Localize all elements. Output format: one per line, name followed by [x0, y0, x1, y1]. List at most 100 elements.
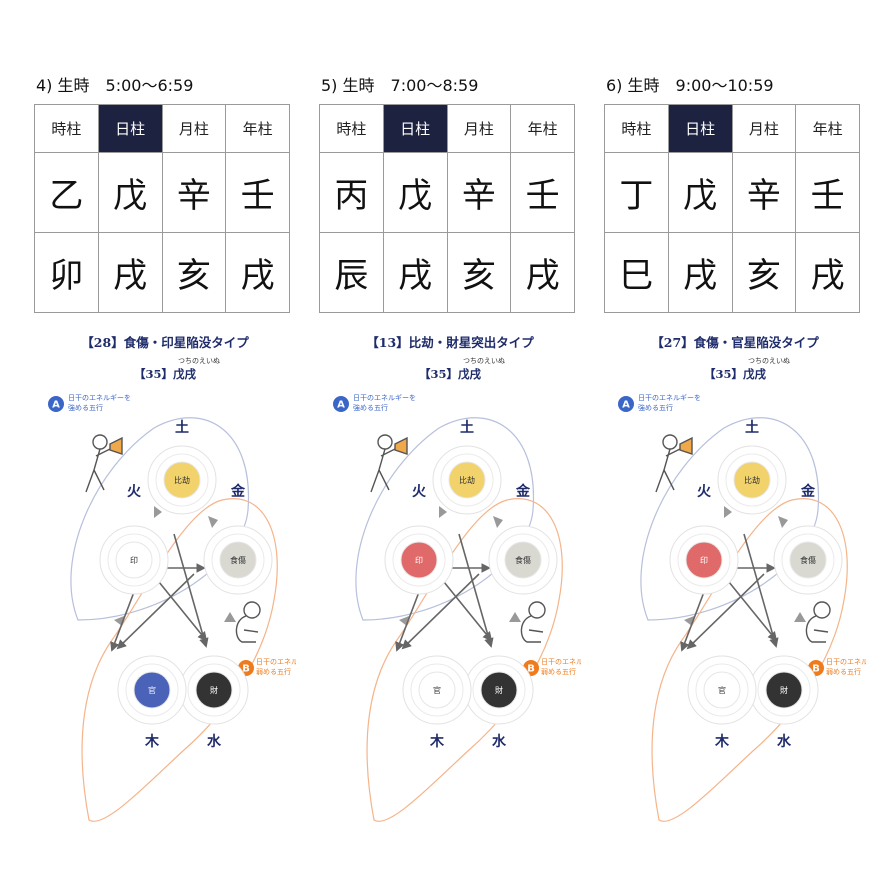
element-wood-label: 木: [429, 733, 445, 750]
pillar-panel-p6: 6) 生時 9:00〜10:59 時柱 日柱 月柱 年柱 丁 戊 辛 壬 巳 戌…: [604, 0, 874, 892]
node-label-earth: 比劫: [174, 475, 190, 485]
node-label-water: 財: [210, 685, 218, 695]
node-core-metal: [219, 541, 257, 579]
legend-a-badge-icon: [333, 396, 349, 412]
kneeling-person-icon: [520, 601, 546, 643]
node-label-wood: 官: [433, 685, 441, 695]
kneeling-person-icon: [235, 601, 261, 643]
node-label-metal: 食傷: [800, 555, 816, 565]
megaphone-person-icon: [85, 434, 123, 493]
day-branch: 戌: [382, 232, 448, 313]
node-wood: 官: [687, 655, 757, 725]
heavenly-stem-row: 乙 戊 辛 壬: [34, 152, 290, 233]
year-branch: 戌: [225, 232, 290, 313]
five-elements-diagram: 【13】比劫・財星突出タイプ つちのえいぬ 【35】戊戌 A 日干のエネルギーを…: [319, 320, 581, 840]
col-day-pillar: 日柱: [382, 104, 448, 153]
pillar-header-row: 時柱 日柱 月柱 年柱: [319, 104, 575, 153]
year-stem: 壬: [510, 152, 575, 233]
year-stem: 壬: [225, 152, 290, 233]
node-label-wood: 官: [718, 685, 726, 695]
legend-a-text1: 日干のエネルギーを: [68, 394, 131, 402]
node-label-metal: 食傷: [515, 555, 531, 565]
node-earth: 比劫: [717, 445, 787, 515]
day-branch: 戌: [667, 232, 733, 313]
element-earth-label: 土: [175, 419, 189, 436]
legend-b-badge: B: [812, 664, 820, 675]
birth-hour-header: 6) 生時 9:00〜10:59: [606, 76, 774, 95]
legend-b-text1: 日干のエネルギーを: [541, 658, 581, 666]
node-fire: 印: [384, 525, 454, 595]
megaphone-person-icon: [370, 434, 408, 493]
month-branch: 亥: [161, 232, 227, 313]
heavenly-stem-row: 丙 戊 辛 壬: [319, 152, 575, 233]
hour-stem: 丁: [604, 152, 669, 233]
legend-a-badge-icon: [618, 396, 634, 412]
five-elements-cycle: A 日干のエネルギーを 強める五行 B 日干のエネルギーを 弱める五行: [618, 394, 866, 822]
legend-a-badge: A: [337, 400, 345, 411]
element-earth-label: 土: [460, 419, 474, 436]
col-month-pillar: 月柱: [446, 104, 512, 153]
node-label-earth: 比劫: [744, 475, 760, 485]
year-branch: 戌: [510, 232, 575, 313]
megaphone-person-icon: [655, 434, 693, 493]
hour-stem: 乙: [34, 152, 99, 233]
legend-a-text1: 日干のエネルギーを: [638, 394, 701, 402]
node-label-earth: 比劫: [459, 475, 475, 485]
node-metal: 食傷: [488, 525, 558, 595]
col-hour-pillar: 時柱: [34, 104, 99, 153]
legend-a-text1: 日干のエネルギーを: [353, 394, 416, 402]
node-core-fire: [400, 541, 438, 579]
day-stem: 戊: [667, 152, 733, 233]
earthly-branch-row: 巳 戌 亥 戌: [604, 232, 860, 313]
node-label-fire: 印: [130, 556, 138, 565]
col-month-pillar: 月柱: [731, 104, 797, 153]
birth-hour-header: 4) 生時 5:00〜6:59: [36, 76, 194, 95]
node-core-metal: [789, 541, 827, 579]
day-stem: 戊: [97, 152, 163, 233]
zone-b-outline: [366, 498, 563, 822]
node-label-water: 財: [495, 685, 503, 695]
diagram-type-title: 【28】食傷・印星陥没タイプ: [81, 335, 249, 350]
col-year-pillar: 年柱: [795, 104, 860, 153]
hour-branch: 巳: [604, 232, 669, 313]
node-core-fire: [115, 541, 153, 579]
node-core-earth: [163, 461, 201, 499]
diagram-day-pillar-title: 【35】戊戌: [418, 367, 481, 381]
node-earth: 比劫: [147, 445, 217, 515]
element-water-label: 水: [777, 733, 792, 750]
diagram-day-pillar-title: 【35】戊戌: [703, 367, 766, 381]
element-metal-label: 金: [230, 483, 246, 500]
legend-a-badge: A: [622, 400, 630, 411]
diagram-day-pillar-title: 【35】戊戌: [133, 367, 196, 381]
five-elements-cycle: A 日干のエネルギーを 強める五行 B 日干のエネルギーを 弱める五行: [48, 394, 296, 822]
heavenly-stem-row: 丁 戊 辛 壬: [604, 152, 860, 233]
node-water: 財: [749, 655, 819, 725]
year-stem: 壬: [795, 152, 860, 233]
four-pillars-table: 時柱 日柱 月柱 年柱 丙 戊 辛 壬 辰 戌 亥 戌: [319, 104, 575, 313]
node-label-fire: 印: [415, 556, 423, 565]
diagram-ruby: つちのえいぬ: [748, 357, 790, 365]
month-stem: 辛: [731, 152, 797, 233]
node-label-fire: 印: [700, 556, 708, 565]
legend-a-text2: 強める五行: [68, 403, 103, 412]
col-year-pillar: 年柱: [510, 104, 575, 153]
legend-a-badge-icon: [48, 396, 64, 412]
five-elements-cycle: A 日干のエネルギーを 強める五行 B 日干のエネルギーを 弱める五行: [333, 394, 581, 822]
node-core-water: [765, 671, 803, 709]
node-metal: 食傷: [773, 525, 843, 595]
kneeling-person-icon: [805, 601, 831, 643]
four-pillars-table: 時柱 日柱 月柱 年柱 丁 戊 辛 壬 巳 戌 亥 戌: [604, 104, 860, 313]
node-core-water: [195, 671, 233, 709]
node-core-fire: [685, 541, 723, 579]
element-fire-label: 火: [412, 484, 427, 500]
diagram-type-title: 【13】比劫・財星突出タイプ: [366, 335, 534, 350]
legend-a-text2: 強める五行: [353, 403, 388, 412]
node-core-earth: [448, 461, 486, 499]
day-branch: 戌: [97, 232, 163, 313]
earthly-branch-row: 辰 戌 亥 戌: [319, 232, 575, 313]
element-water-label: 水: [492, 733, 507, 750]
col-month-pillar: 月柱: [161, 104, 227, 153]
col-year-pillar: 年柱: [225, 104, 290, 153]
node-core-wood: [703, 671, 741, 709]
hour-stem: 丙: [319, 152, 384, 233]
